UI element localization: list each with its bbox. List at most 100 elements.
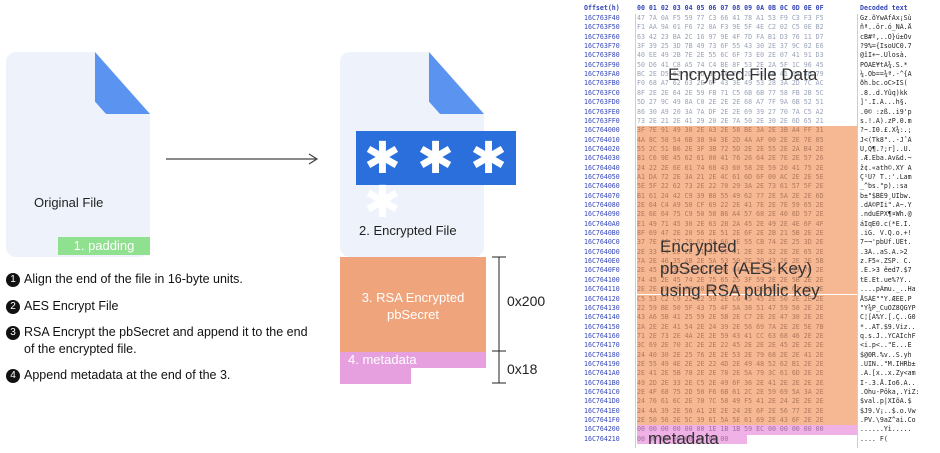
hex-row-decoded: @îI+~.Ulosà. bbox=[860, 51, 908, 60]
hex-row-decoded: $val.p|XIõA.$ bbox=[860, 397, 912, 406]
hex-row-decoded: $@0R.%v..S.yh bbox=[860, 350, 912, 359]
hex-row-bytes: F1 AA 9A 01 F6 72 0A F3 9E 5F 4E C2 02 C… bbox=[637, 23, 824, 32]
hex-row-bytes: 24 40 30 2E 25 76 2E 2E 53 2E 79 68 2E 2… bbox=[637, 350, 857, 360]
hex-row-offset: 16C764160 bbox=[584, 331, 620, 340]
step-4-number: 4 bbox=[6, 369, 20, 383]
hex-row-bytes: 37 7E AC 27 70 62 DA 66 2E 55 CB 74 2E 2… bbox=[637, 238, 857, 248]
hex-row-decoded: ÅSÂÉ""Y.ÆEE.P bbox=[860, 294, 912, 303]
hex-row-decoded: .8..d.Yûq)kk bbox=[860, 88, 908, 97]
hex-row-bytes: 81 C6 9E 45 62 61 00 41 76 26 64 2E 7E 2… bbox=[637, 154, 857, 164]
hex-row-offset: 16C764050 bbox=[584, 172, 620, 181]
hex-row-decoded: s.!.A).zP.0.m bbox=[860, 116, 912, 125]
hex-row-offset: 16C764070 bbox=[584, 191, 620, 200]
hex-row-bytes: C5 53 C2 C9 22 22 59 2E C6 45 45 2E 50 2… bbox=[637, 294, 857, 304]
hex-row: 16C764120 C5 53 C2 C9 22 22 59 2E C6 45 4… bbox=[584, 294, 940, 304]
hex-row-bytes: 00 00 00 00 00 00 00 00 bbox=[637, 434, 747, 445]
hex-label-rsa-line-3: using RSA public key bbox=[660, 281, 820, 300]
hex-row-decoded: J<(Tk8"..-JˆÂ bbox=[860, 135, 912, 144]
hex-row-bytes: A1 DA 72 2E 3A 21 2E 4C 61 6D 6F 00 AC 2… bbox=[637, 172, 857, 183]
hex-row-offset: 16C763FE0 bbox=[584, 107, 620, 116]
hex-row-bytes: 3F 7E 91 49 30 2E A3 2E 58 BE 3A 2E 3B A… bbox=[637, 126, 857, 136]
hex-row-offset: 16C764190 bbox=[584, 359, 620, 368]
hex-row-bytes: B1 61 24 42 C9 39 B8 55 49 62 77 2E 5A 2… bbox=[637, 191, 857, 201]
hex-label-file-data: Encrypted File Data bbox=[668, 65, 818, 84]
hex-row-bytes: 3C 69 2E 70 3C 2E 2E 22 45 2E 2E 2E 45 2… bbox=[637, 341, 857, 351]
hex-row-decoded: tE.Et.ue%?Y.. bbox=[860, 275, 912, 284]
metadata-block-tail bbox=[340, 368, 411, 384]
hex-row-bytes: 24 22 2E 6E 61 74 68 43 60 58 2E 59 20 4… bbox=[637, 163, 857, 173]
hex-row-decoded: ñª..ör.ó_NÂ.Å bbox=[860, 23, 912, 32]
hex-row-decoded: .3Ä..aS.A.>2 bbox=[860, 247, 908, 256]
hex-row: 16C7640C0 37 7E AC 27 70 62 DA 66 2E 55 C… bbox=[584, 238, 940, 248]
hex-row-decoded: ......Yì..... bbox=[860, 425, 912, 434]
step-3-number: 3 bbox=[6, 326, 20, 340]
hex-row-offset: 16C763FB0 bbox=[584, 79, 620, 88]
hex-row-bytes: 43 A6 5B 41 25 59 2E 5B 2E C7 2E 2E 47 3… bbox=[637, 313, 857, 323]
step-4-text: Append metadata at the end of the 3. bbox=[24, 368, 231, 382]
hex-divider-2 bbox=[857, 14, 858, 448]
hex-row-decoded: ðh.bc.oC>IS( bbox=[860, 79, 908, 88]
original-file-shape bbox=[6, 52, 150, 257]
hex-row-decoded: .iG. V.Q.o.+! bbox=[860, 229, 912, 238]
encrypt-arrow bbox=[166, 153, 319, 165]
hex-label-rsa: Encrypted pbSecret (AES Key) using RSA p… bbox=[660, 236, 820, 302]
hex-row-bytes: 4A 8C 58 54 6B 38 94 3E 2D 4A AF 00 2E 2… bbox=[637, 135, 857, 145]
step-3-text-line-2: of the encrypted file. bbox=[24, 342, 137, 356]
hex-row-bytes: 2E 6E 64 75 C9 50 58 B6 A4 57 68 2E 40 6… bbox=[637, 210, 857, 220]
hex-row-bytes: 5D 27 9C 49 8A C0 2E 2E 2E 68 A7 7F 9A 6… bbox=[637, 98, 824, 107]
hex-row-decoded: z.F5«.ZSP. C. bbox=[860, 257, 912, 266]
hex-row-offset: 16C764040 bbox=[584, 163, 620, 172]
hex-row-decoded: Ç¹Ú? T.:'.Lam bbox=[860, 172, 912, 181]
hex-row-decoded: .... F( bbox=[860, 434, 888, 443]
hex-row-offset: 16C7640C0 bbox=[584, 238, 620, 247]
hex-row: 16C764040 24 22 2E 6E 61 74 68 43 60 58 2… bbox=[584, 163, 940, 173]
hex-row-decoded: .UIN.."M.IHRb± bbox=[860, 359, 916, 368]
hex-row-offset: 16C763F80 bbox=[584, 51, 620, 60]
hex-header-offset: Offset(h) bbox=[584, 4, 620, 12]
hex-row-decoded: <i.p<.."E...E bbox=[860, 341, 912, 350]
hex-row-decoded: C¦[A%Y.[.Ç..G0 bbox=[860, 313, 916, 322]
hex-row-bytes: E1 49 71 45 30 2E 63 28 2A 45 2E 49 2E 4… bbox=[637, 219, 857, 230]
hex-row-decoded: b±"$BÉ9¸UIbw. bbox=[860, 191, 912, 200]
hex-row-bytes: 73 2E 21 2E 41 29 20 2E 7A 50 2E 30 2E 6… bbox=[637, 116, 824, 125]
hex-row: 16C764180 24 40 30 2E 25 76 2E 2E 53 2E 7… bbox=[584, 350, 940, 360]
hex-row-bytes: 8F 69 47 2E 20 56 2E 51 2E 6F 2E 2B 21 5… bbox=[637, 229, 857, 239]
hex-row-offset: 16C764120 bbox=[584, 294, 620, 303]
hex-row-decoded: PÖAÈ¥tÄ¾.S.* bbox=[860, 60, 908, 69]
hex-row-offset: 16C764200 bbox=[584, 425, 620, 434]
hex-row-decoded: .Æ.Eba.Av&d.~ bbox=[860, 154, 912, 163]
hex-row-offset: 16C764180 bbox=[584, 350, 620, 359]
hex-row-bytes: 2E 4F 68 75 2D 50 F6 6B 61 2C 2E 59 69 5… bbox=[637, 388, 857, 398]
hex-row-offset: 16C764060 bbox=[584, 182, 620, 191]
step-1-text: Align the end of the file in 16-byte uni… bbox=[24, 272, 243, 286]
hex-row-offset: 16C7640A0 bbox=[584, 219, 620, 228]
hex-row-bytes: 74 45 2E 45 74 2E 75 65 25 3F 59 2E 2E 5… bbox=[637, 275, 857, 286]
hex-row-bytes: 47 7A 0A F5 59 77 C3 66 41 78 A1 53 F9 C… bbox=[637, 14, 824, 22]
hex-row-offset: 16C764170 bbox=[584, 341, 620, 350]
hex-row-decoded: *..AT.$9.Viz.. bbox=[860, 322, 916, 331]
hex-row-decoded: 7~¬'pbÚf.UËt. bbox=[860, 238, 912, 247]
size-brackets bbox=[492, 256, 506, 384]
hex-row-decoded: .nduÉPX¶¤Wh.@ bbox=[860, 210, 912, 219]
